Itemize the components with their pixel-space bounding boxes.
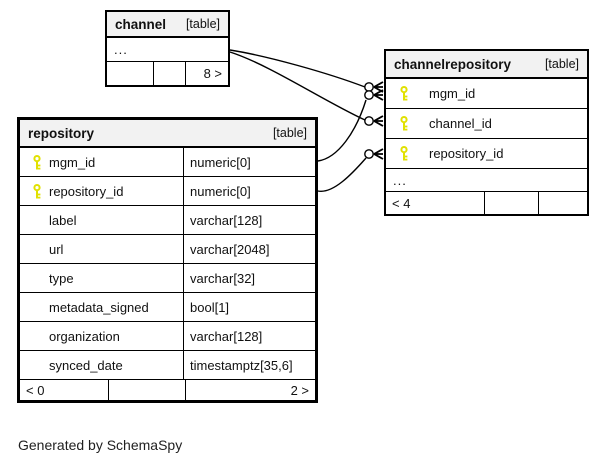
column-row-label: label varchar[128] — [20, 206, 315, 235]
footer-cell — [108, 380, 185, 400]
footer-cell — [538, 192, 587, 214]
column-name: metadata_signed — [49, 299, 149, 315]
table-channelrepository-name: channelrepository — [394, 56, 512, 72]
footer-cell — [153, 62, 185, 85]
zero-circle-mgm-upper — [364, 82, 374, 92]
primary-key-icon — [386, 86, 429, 101]
column-row-synced-date: synced_date timestamptz[35,6] — [20, 351, 315, 380]
column-name: channel_id — [429, 116, 492, 131]
crow-arrow-repository-id — [373, 148, 384, 160]
table-channel-header[interactable]: channel [table] — [107, 12, 228, 38]
column-name: organization — [49, 328, 120, 344]
column-type: numeric[0] — [190, 183, 251, 199]
table-channel-footer: 8 > — [107, 62, 228, 85]
table-channelrepository-footer: < 4 — [386, 192, 587, 214]
column-row-metadata-signed: metadata_signed bool[1] — [20, 293, 315, 322]
crow-arrow-mgm-lower — [373, 89, 384, 101]
table-repository-footer: < 0 2 > — [20, 380, 315, 400]
column-name: type — [49, 270, 74, 286]
table-repository-tag: [table] — [272, 126, 307, 140]
column-name: synced_date — [49, 357, 123, 373]
table-channel-ellipsis-row: ... — [107, 38, 228, 62]
footer-cell-degree[interactable]: 2 > — [185, 380, 315, 400]
column-name: mgm_id — [429, 86, 476, 101]
column-type: varchar[2048] — [190, 241, 270, 257]
edge-repository-mgm-id-to-cr-mgm-id — [317, 99, 367, 162]
column-type: timestamptz[35,6] — [190, 357, 293, 373]
table-channelrepository-tag: [table] — [544, 57, 579, 71]
primary-key-icon — [386, 116, 429, 131]
column-row-type: type varchar[32] — [20, 264, 315, 293]
generated-by-note: Generated by SchemaSpy — [18, 437, 183, 453]
table-channelrepository-header[interactable]: channelrepository [table] — [386, 51, 587, 79]
table-channel-tag: [table] — [185, 17, 220, 31]
zero-circle-mgm-lower — [364, 90, 374, 100]
column-name: label — [49, 212, 77, 228]
edge-channel-to-cr-channel-id — [229, 51, 366, 121]
column-row-repository-id: repository_id numeric[0] — [20, 177, 315, 206]
footer-cell — [107, 62, 153, 85]
edge-channel-to-cr-mgm-id — [229, 49, 366, 88]
table-channelrepository[interactable]: channelrepository [table] mgm_id channel… — [384, 49, 589, 216]
table-channelrepository-ellipsis-row: ... — [386, 169, 587, 192]
zero-circle-repository-id — [364, 149, 374, 159]
footer-cell — [484, 192, 538, 214]
table-repository-name: repository — [28, 125, 95, 141]
column-name: mgm_id — [49, 154, 96, 170]
crow-arrow-mgm-upper — [373, 81, 384, 93]
footer-cell-degree[interactable]: < 0 — [26, 382, 45, 398]
column-type: bool[1] — [190, 299, 230, 315]
primary-key-icon — [386, 146, 429, 161]
table-channel[interactable]: channel [table] ... 8 > — [105, 10, 230, 87]
table-repository-header[interactable]: repository [table] — [20, 120, 315, 148]
column-name: url — [49, 241, 64, 257]
column-name: repository_id — [429, 146, 504, 161]
table-repository[interactable]: repository [table] mgm_id numeric[0] rep… — [17, 117, 318, 403]
column-type: varchar[128] — [190, 328, 263, 344]
column-row-organization: organization varchar[128] — [20, 322, 315, 351]
primary-key-icon — [20, 154, 49, 170]
column-row-repository-id: repository_id — [386, 139, 587, 169]
zero-circle-channel-id — [364, 116, 374, 126]
column-name: repository_id — [49, 183, 124, 199]
column-row-mgm-id: mgm_id — [386, 79, 587, 109]
table-channel-name: channel — [115, 16, 167, 32]
crow-arrow-channel-id — [373, 115, 384, 127]
column-type: numeric[0] — [190, 154, 251, 170]
footer-cell-degree[interactable]: < 4 — [392, 195, 411, 211]
column-type: varchar[128] — [190, 212, 263, 228]
column-row-url: url varchar[2048] — [20, 235, 315, 264]
edge-repository-repository-id-to-cr-repository-id — [317, 157, 367, 192]
primary-key-icon — [20, 183, 49, 199]
column-row-channel-id: channel_id — [386, 109, 587, 139]
footer-cell-degree[interactable]: 8 > — [185, 62, 228, 85]
column-row-mgm-id: mgm_id numeric[0] — [20, 148, 315, 177]
column-type: varchar[32] — [190, 270, 256, 286]
